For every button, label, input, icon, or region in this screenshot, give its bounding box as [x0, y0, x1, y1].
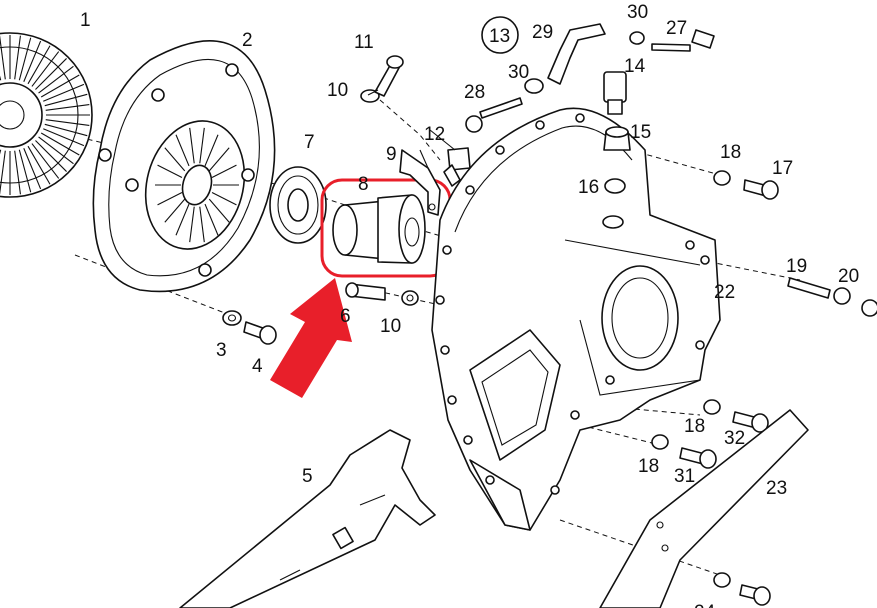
housing-bolt-holes — [435, 113, 710, 495]
label-part-30-top: 30 — [627, 2, 648, 23]
cover-plate-23 — [599, 409, 809, 608]
label-part-12: 12 — [424, 124, 445, 145]
bell-housing — [431, 107, 721, 531]
pressure-plate — [92, 39, 276, 293]
stud-19-20 — [787, 277, 877, 317]
bolt-washer-3-4 — [222, 310, 277, 345]
label-part-18-low: 18 — [638, 456, 659, 477]
label-part-23: 23 — [766, 478, 787, 499]
label-part-7: 7 — [304, 132, 315, 153]
screw-10-11 — [360, 55, 404, 103]
label-part-10-lower: 10 — [380, 316, 401, 337]
label-part-3: 3 — [216, 340, 227, 361]
label-part-27: 27 — [666, 18, 687, 39]
bolt-24 — [713, 572, 771, 606]
label-part-11: 11 — [354, 32, 374, 53]
label-part-5: 5 — [302, 466, 313, 487]
clutch-disc — [0, 32, 93, 198]
label-part-17: 17 — [772, 158, 793, 179]
label-part-9: 9 — [386, 144, 397, 165]
label-part-1: 1 — [80, 10, 91, 31]
label-part-24: 24 — [694, 602, 716, 608]
label-part-8: 8 — [358, 174, 369, 195]
bolt-6-10 — [345, 282, 419, 306]
label-part-28: 28 — [464, 82, 485, 103]
bracket-9 — [399, 149, 441, 216]
hydraulic-parts — [465, 16, 715, 229]
label-part-30-left: 30 — [508, 62, 529, 83]
bolt-31-32 — [651, 399, 769, 469]
label-part-19: 19 — [786, 256, 807, 277]
label-part-32: 32 — [724, 428, 745, 449]
label-part-6: 6 — [340, 306, 351, 327]
label-part-10-top: 10 — [327, 80, 348, 101]
label-part-2: 2 — [242, 30, 253, 51]
bolt-17-18 — [713, 170, 779, 200]
label-part-29: 29 — [532, 22, 553, 43]
label-part-18-mid: 18 — [684, 416, 705, 437]
label-part-4: 4 — [252, 356, 263, 377]
label-part-22: 22 — [714, 282, 735, 303]
label-part-13: 13 — [489, 26, 510, 47]
release-fork — [179, 429, 436, 608]
label-part-20: 20 — [838, 266, 859, 287]
part-labels: 1 2 3 4 5 6 7 8 9 10 10 11 12 13 14 15 1… — [80, 2, 859, 608]
leader-lines — [367, 89, 456, 169]
highlight-arrow — [270, 278, 352, 398]
label-part-18-top: 18 — [720, 142, 741, 163]
guide-sleeve — [332, 194, 426, 264]
label-part-16: 16 — [578, 177, 599, 198]
label-part-31: 31 — [674, 466, 695, 487]
release-bearing — [269, 166, 327, 244]
label-part-15: 15 — [630, 122, 651, 143]
label-part-14: 14 — [624, 56, 646, 77]
